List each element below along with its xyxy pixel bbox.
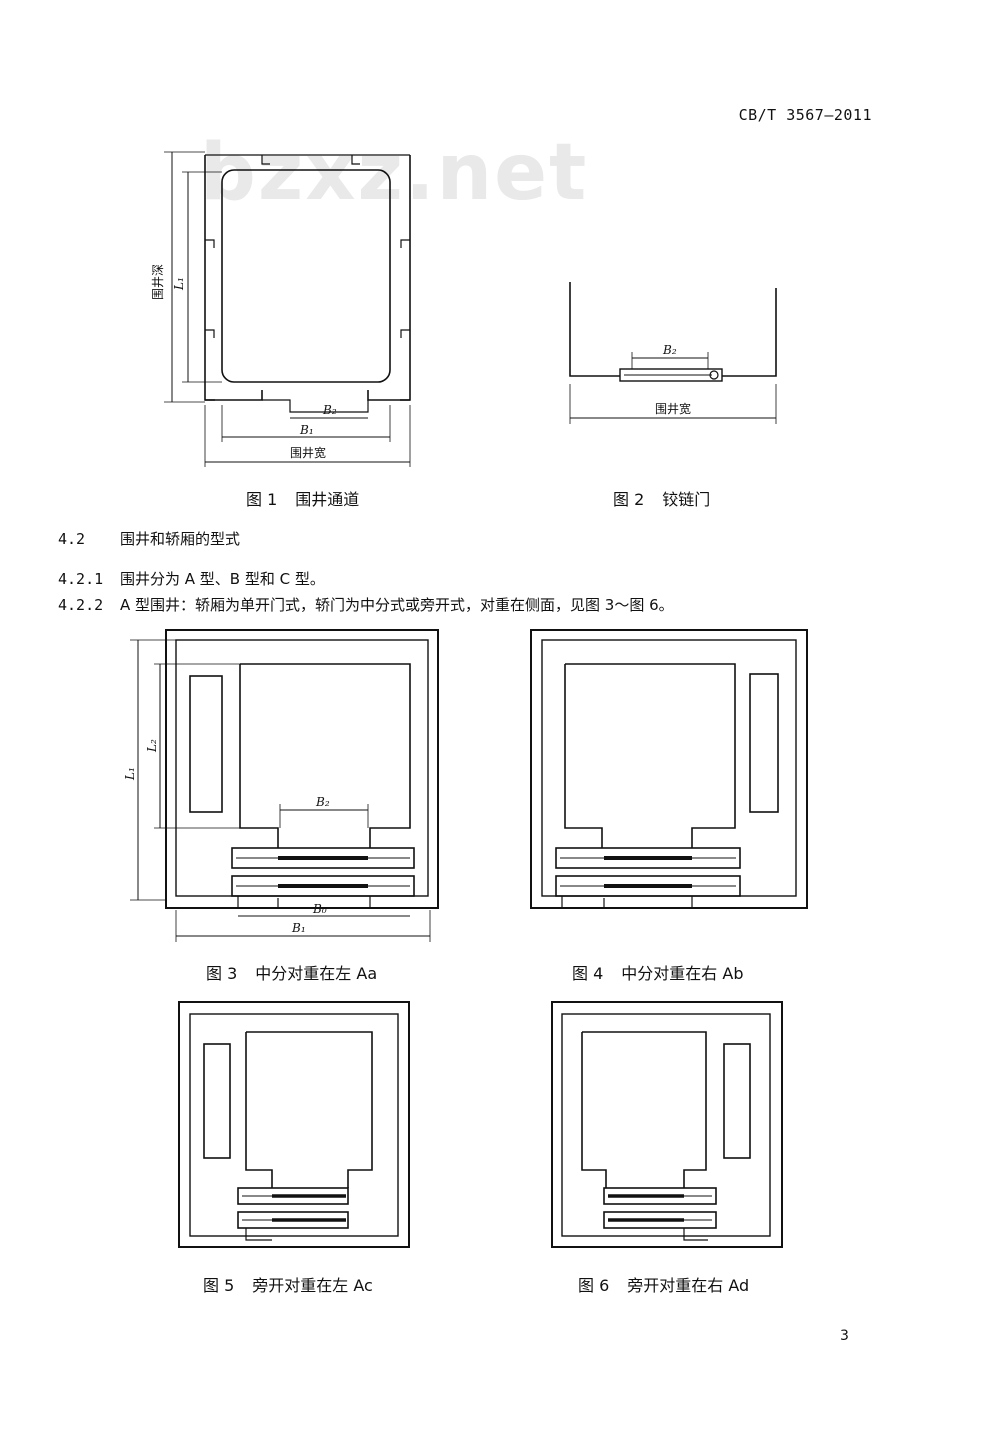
fig3-label-B0: B₀ [312,902,327,916]
section-4-2-2: 4.2.2 A 型围井：轿厢为单开门式，轿门为中分式或旁开式，对重在侧面，见图 3… [58,594,674,615]
fig2-label-well-width: 围井宽 [655,401,691,416]
section-4-2-1: 4.2.1 围井分为 A 型、B 型和 C 型。 [58,568,325,589]
figure-6-caption: 图 6 旁开对重在右 Ad [578,1272,749,1296]
figure-6-drawing [551,1001,783,1248]
page-number: 3 [840,1328,849,1344]
section-4-2-1-number: 4.2.1 [58,570,104,588]
section-4-2-number: 4.2 [58,530,86,548]
fig2-label-B2: B₂ [662,343,677,357]
figure-5-drawing [178,1001,410,1248]
section-4-2-2-number: 4.2.2 [58,596,104,614]
figure-3-title: 中分对重在左 Aa [255,964,378,983]
figure-1-caption: 图 1 围井通道 [246,486,359,510]
figure-3-caption: 图 3 中分对重在左 Aa [206,960,377,984]
fig1-label-well-depth: 围井深 [151,264,165,300]
figure-5-title: 旁开对重在左 Ac [252,1276,373,1295]
figure-3-drawing [130,629,439,942]
figure-4-number: 图 4 [572,964,604,983]
section-4-2-text: 围井和轿厢的型式 [120,530,241,548]
section-4-2: 4.2 围井和轿厢的型式 [58,528,240,549]
figure-4-caption: 图 4 中分对重在右 Ab [572,960,743,984]
figure-1-number: 图 1 [246,490,278,509]
fig3-label-B1: B₁ [291,921,306,935]
figure-6-title: 旁开对重在右 Ad [627,1276,750,1295]
fig1-label-B2: B₂ [322,403,337,417]
figure-3-number: 图 3 [206,964,238,983]
figure-6-number: 图 6 [578,1276,610,1295]
section-4-2-2-text: A 型围井：轿厢为单开门式，轿门为中分式或旁开式，对重在侧面，见图 3～图 6。 [120,596,674,614]
fig3-label-B2: B₂ [315,795,330,809]
fig1-label-B1: B₁ [299,423,314,437]
fig1-label-well-width: 围井宽 [290,445,326,460]
figure-2-number: 图 2 [613,490,645,509]
figure-1-drawing [164,151,411,467]
section-4-2-1-text: 围井分为 A 型、B 型和 C 型。 [120,570,325,588]
figure-2-caption: 图 2 铰链门 [613,486,710,510]
fig1-label-L1: L₁ [172,277,186,291]
figure-2-title: 铰链门 [662,490,711,509]
watermark: bzxz.net [200,128,589,218]
figure-2-drawing [569,282,777,424]
standard-code: CB/T 3567—2011 [738,106,872,124]
figure-1-title: 围井通道 [295,490,360,509]
fig3-label-L2: L₂ [145,739,159,753]
figure-4-drawing [530,629,808,909]
fig3-label-L1: L₁ [123,767,137,781]
figure-4-title: 中分对重在右 Ab [621,964,744,983]
figure-5-caption: 图 5 旁开对重在左 Ac [203,1272,373,1296]
figure-5-number: 图 5 [203,1276,235,1295]
